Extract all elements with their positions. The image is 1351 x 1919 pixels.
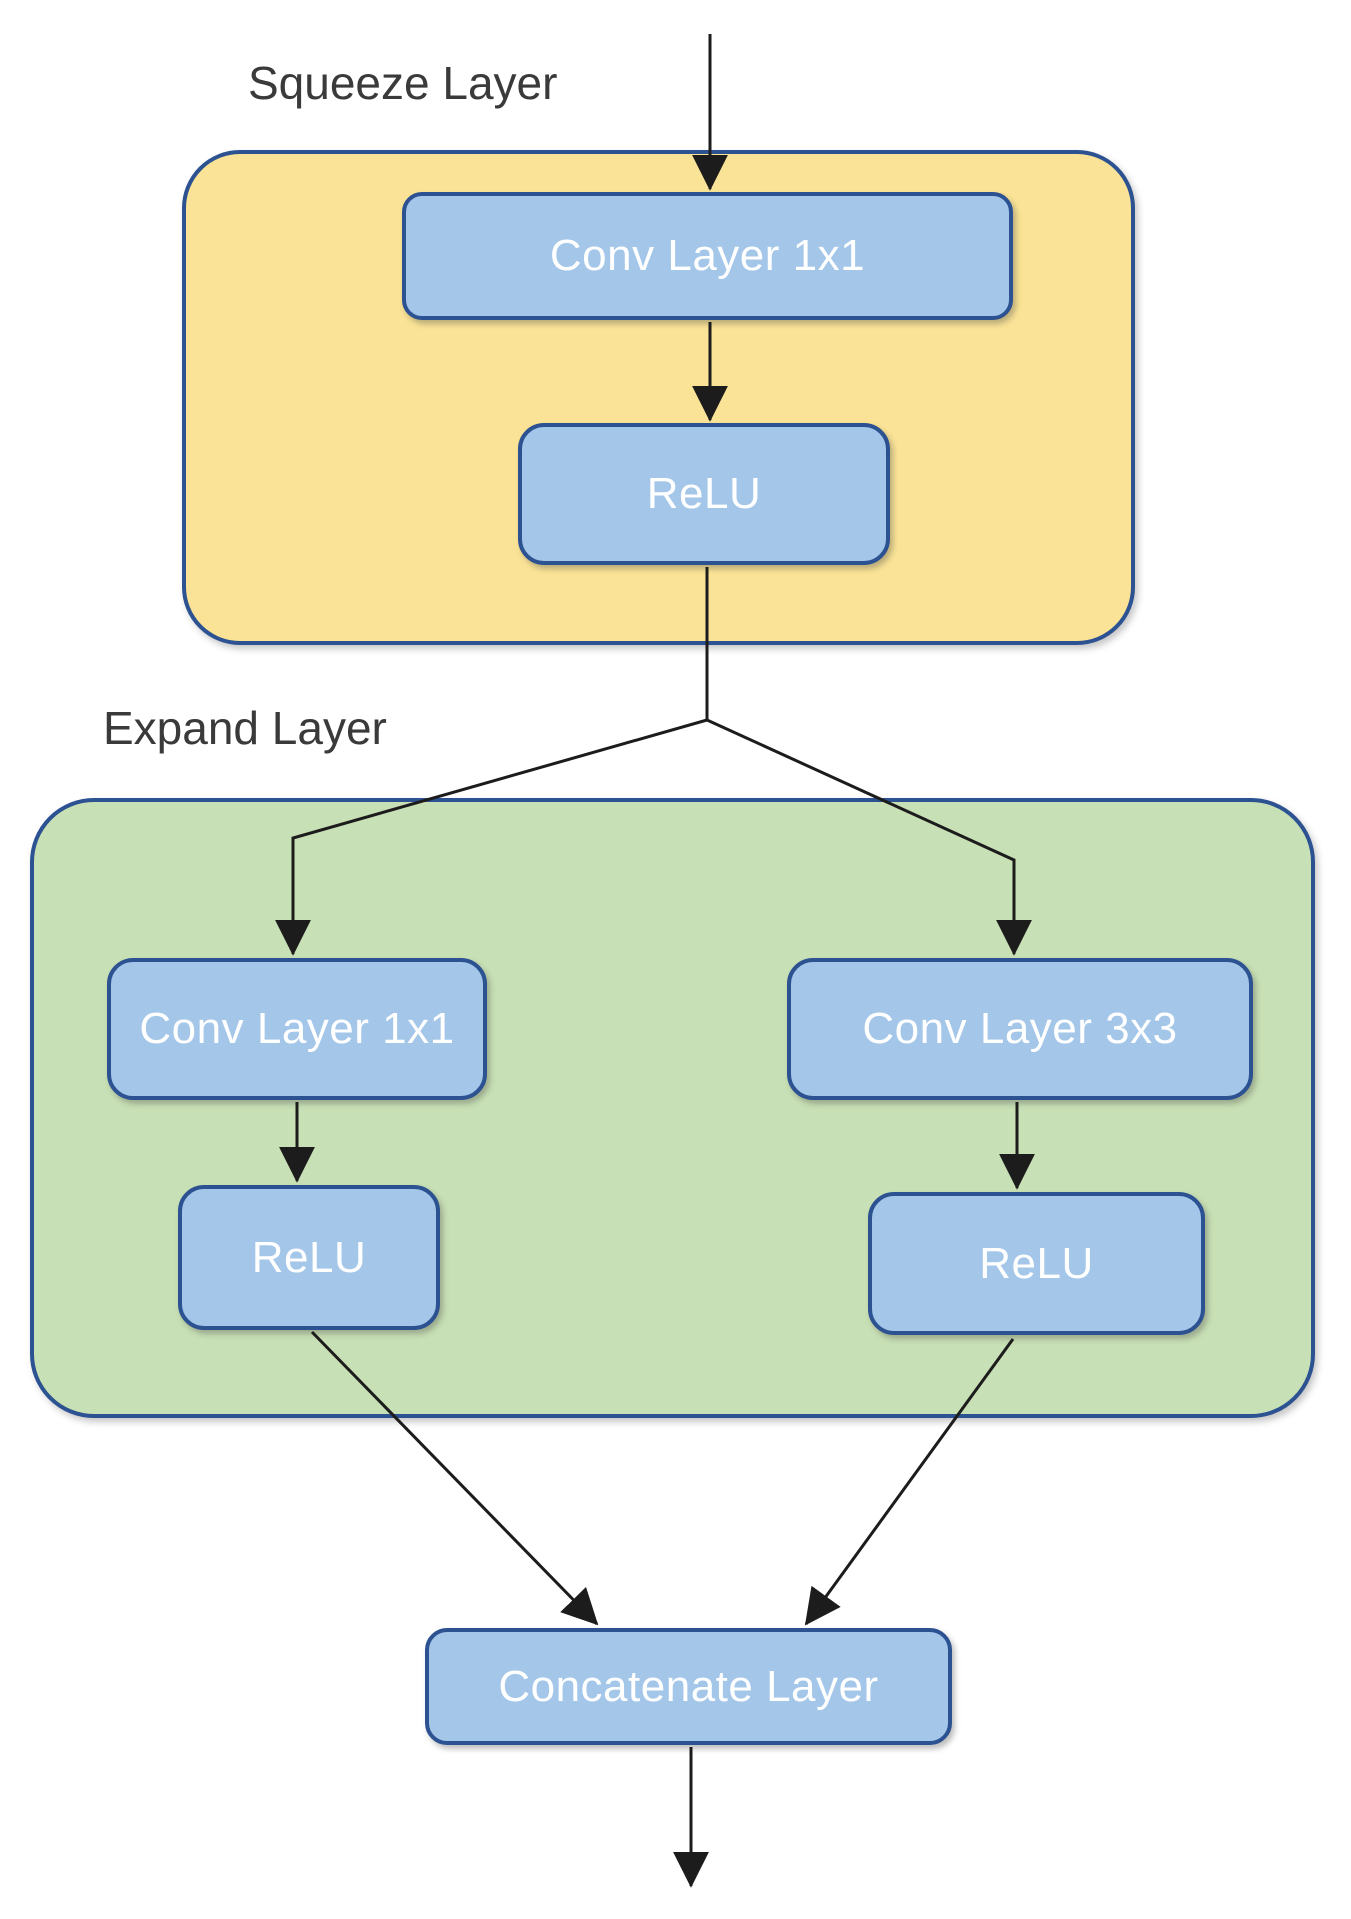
node-squeeze-conv-1x1: Conv Layer 1x1 [402, 192, 1013, 320]
squeeze-layer-label: Squeeze Layer [248, 57, 558, 109]
node-expand-relu-right: ReLU [868, 1192, 1205, 1335]
node-squeeze-relu: ReLU [518, 423, 890, 565]
node-concatenate-layer: Concatenate Layer [425, 1628, 952, 1745]
node-expand-conv-1x1: Conv Layer 1x1 [107, 958, 487, 1100]
node-expand-conv-3x3: Conv Layer 3x3 [787, 958, 1253, 1100]
expand-layer-label: Expand Layer [103, 702, 387, 754]
node-expand-relu-left: ReLU [178, 1185, 440, 1330]
